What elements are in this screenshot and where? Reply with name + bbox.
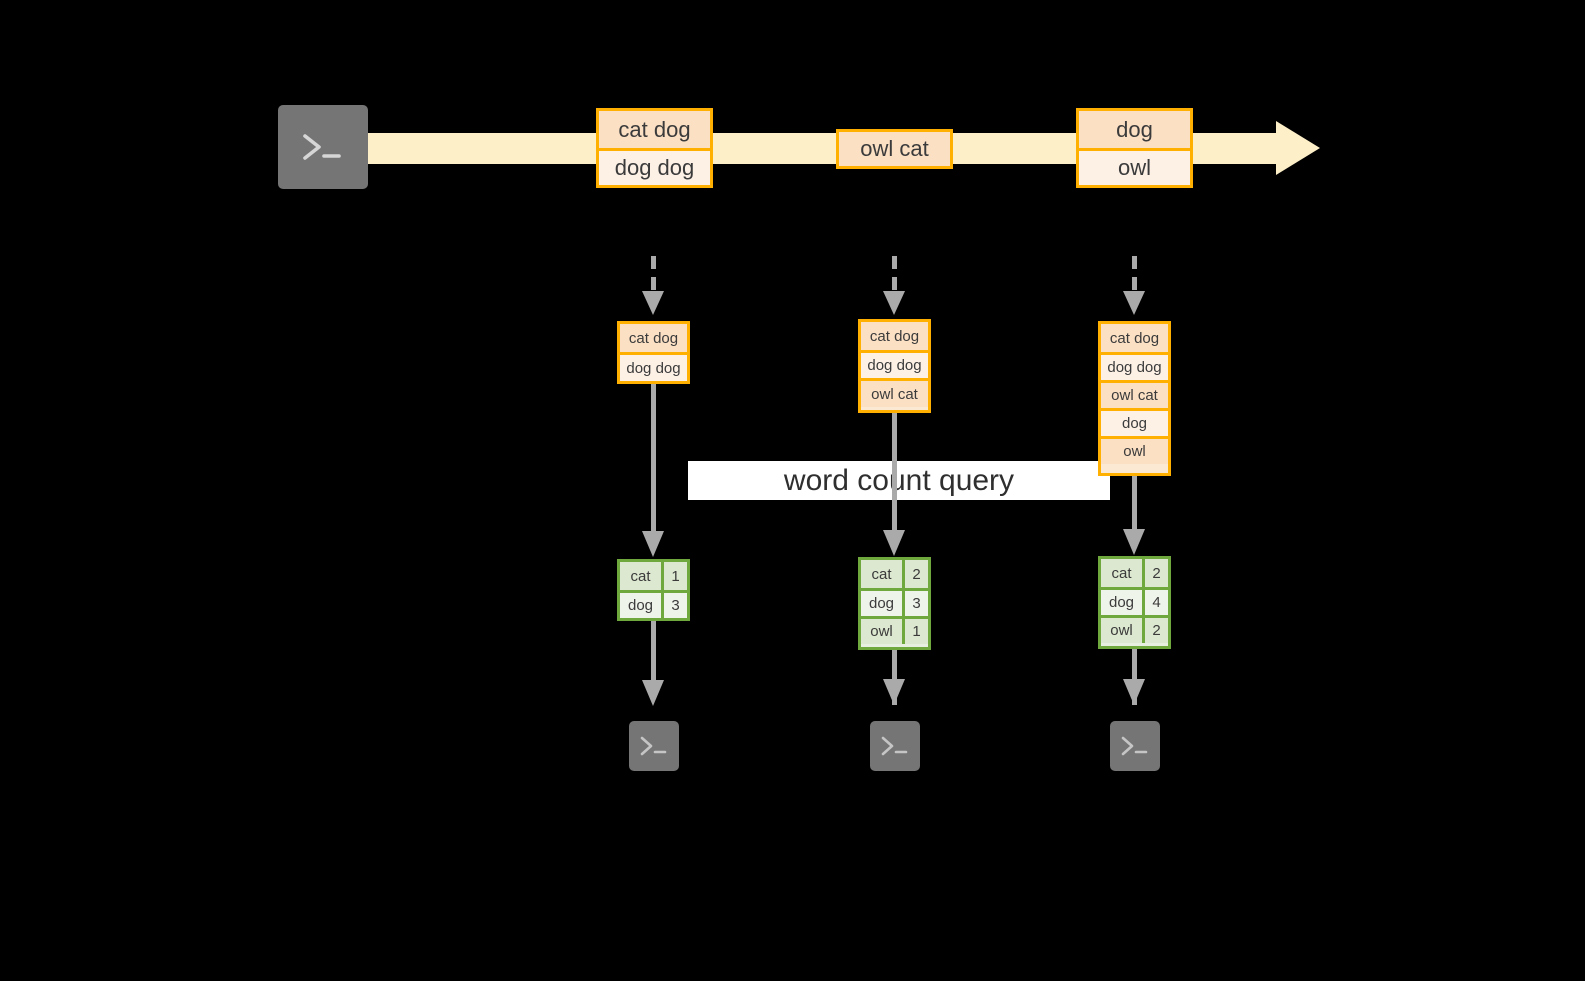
snapshot-2-word-3: owl <box>861 619 905 644</box>
query-banner-label: word count query <box>783 463 1015 497</box>
snapshot-2-line-3: owl cat <box>861 378 928 407</box>
snapshot-2-line-1: cat dog <box>861 322 928 350</box>
query-banner: word count query <box>688 461 1110 500</box>
table-row: dog 3 <box>620 590 687 618</box>
terminal-inner <box>629 721 679 771</box>
stream-batch-1: cat dog dog dog <box>596 108 713 188</box>
snapshot-3-trigger-arrowhead <box>1123 291 1145 315</box>
snapshot-1-accumulated: cat dog dog dog <box>617 321 690 384</box>
snapshot-2-accumulated: cat dog dog dog owl cat <box>858 319 931 413</box>
snapshot-3-result-table: cat 2 dog 4 owl 2 <box>1098 556 1171 649</box>
snapshot-2-sink-terminal-icon <box>861 712 929 780</box>
table-row: owl 2 <box>1101 615 1168 643</box>
table-row: dog 3 <box>861 588 928 616</box>
snapshot-3-trigger-line <box>1132 256 1137 292</box>
snapshot-1-word-2: dog <box>620 593 664 618</box>
snapshot-1-line-1: cat dog <box>620 324 687 352</box>
snapshot-2-line-2: dog dog <box>861 350 928 378</box>
terminal-inner <box>870 721 920 771</box>
terminal-inner <box>1110 721 1160 771</box>
stream-batch-3-line-1: dog <box>1079 111 1190 148</box>
snapshot-2-sink-line <box>892 650 897 705</box>
snapshot-3-query-arrowhead <box>1123 529 1145 555</box>
snapshot-1-trigger-arrowhead <box>642 291 664 315</box>
snapshot-1-sink-terminal-icon <box>620 712 688 780</box>
snapshot-2-sink-arrowhead <box>883 679 905 705</box>
snapshot-1-sink-line <box>651 621 656 681</box>
snapshot-1-count-2: 3 <box>664 593 687 618</box>
snapshot-2-trigger-line <box>892 256 897 292</box>
snapshot-1-trigger-line <box>651 256 656 292</box>
snapshot-2-count-3: 1 <box>905 619 928 644</box>
snapshot-3-count-2: 4 <box>1145 590 1168 615</box>
stream-batch-1-line-2: dog dog <box>599 148 710 185</box>
stream-batch-2-line-1: owl cat <box>839 132 950 166</box>
snapshot-1-result-table: cat 1 dog 3 <box>617 559 690 621</box>
snapshot-3-accumulated: cat dog dog dog owl cat dog owl <box>1098 321 1171 476</box>
snapshot-1-line-2: dog dog <box>620 352 687 381</box>
stream-batch-3: dog owl <box>1076 108 1193 188</box>
snapshot-3-line-3: owl cat <box>1101 380 1168 408</box>
snapshot-3-line-2: dog dog <box>1101 352 1168 380</box>
snapshot-1-query-line <box>651 384 656 532</box>
snapshot-3-count-3: 2 <box>1145 618 1168 643</box>
snapshot-3-word-2: dog <box>1101 590 1145 615</box>
table-row: cat 2 <box>861 560 928 588</box>
table-row: cat 1 <box>620 562 687 590</box>
snapshot-2-query-line <box>892 413 897 531</box>
snapshot-2-count-2: 3 <box>905 591 928 616</box>
snapshot-3-line-1: cat dog <box>1101 324 1168 352</box>
snapshot-3-word-1: cat <box>1101 559 1145 587</box>
stream-batch-3-line-2: owl <box>1079 148 1190 185</box>
stream-batch-1-line-1: cat dog <box>599 111 710 148</box>
snapshot-2-trigger-arrowhead <box>883 291 905 315</box>
snapshot-2-word-2: dog <box>861 591 905 616</box>
table-row: dog 4 <box>1101 587 1168 615</box>
table-row: cat 2 <box>1101 559 1168 587</box>
snapshot-1-word-1: cat <box>620 562 664 590</box>
snapshot-3-line-4: dog <box>1101 408 1168 436</box>
snapshot-2-result-table: cat 2 dog 3 owl 1 <box>858 557 931 650</box>
snapshot-2-word-1: cat <box>861 560 905 588</box>
snapshot-3-sink-arrowhead <box>1123 679 1145 705</box>
stream-arrowhead <box>1276 121 1320 175</box>
snapshot-3-query-line <box>1132 476 1137 531</box>
terminal-inner <box>278 105 368 189</box>
table-row: owl 1 <box>861 616 928 644</box>
snapshot-2-count-1: 2 <box>905 560 928 588</box>
snapshot-3-line-5: owl <box>1101 436 1168 464</box>
snapshot-3-count-1: 2 <box>1145 559 1168 587</box>
stream-batch-2: owl cat <box>836 129 953 169</box>
snapshot-1-query-arrowhead <box>642 531 664 557</box>
snapshot-3-sink-line <box>1132 649 1137 705</box>
snapshot-1-sink-arrowhead <box>642 680 664 706</box>
source-terminal-icon <box>269 96 377 198</box>
snapshot-1-count-1: 1 <box>664 562 687 590</box>
snapshot-3-word-3: owl <box>1101 618 1145 643</box>
snapshot-3-sink-terminal-icon <box>1101 712 1169 780</box>
snapshot-2-query-arrowhead <box>883 530 905 556</box>
